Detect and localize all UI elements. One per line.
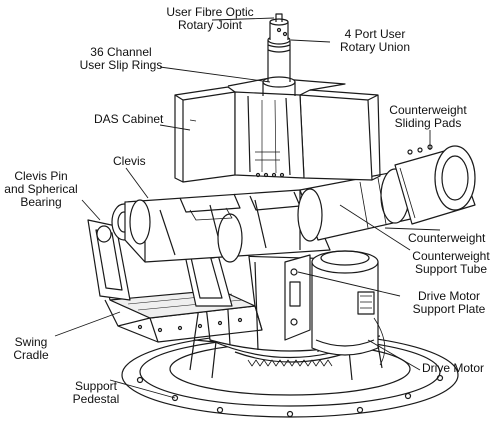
label-motor-plate-line2: Support Plate xyxy=(412,302,486,316)
leader-lines xyxy=(54,17,441,399)
das-cabinet xyxy=(174,77,381,183)
label-cw-pads-line1: Counterweight xyxy=(389,103,467,117)
label-das-cabinet: DAS Cabinet xyxy=(94,112,164,126)
label-counterweight: Counterweight xyxy=(408,231,486,245)
label-clevis-pin-line1: Clevis Pin xyxy=(14,169,68,183)
label-cw-pads-line2: Sliding Pads xyxy=(394,116,462,130)
label-fibre-optic-line1: User Fibre Optic xyxy=(166,5,254,19)
drive-motor xyxy=(311,250,386,366)
label-counterweight-sliding-pads: Counterweight Sliding Pads xyxy=(380,104,476,130)
label-swing-cradle-line2: Cradle xyxy=(13,348,49,362)
label-slip-rings-line1: 36 Channel xyxy=(90,45,152,59)
slip-ring-column xyxy=(262,13,296,96)
label-slip-rings: 36 Channel User Slip Rings xyxy=(68,46,174,72)
label-motor-plate-line1: Drive Motor xyxy=(417,289,480,303)
counterweight-support-tube xyxy=(297,168,416,242)
label-rotary-union-line2: Rotary Union xyxy=(339,40,411,54)
label-support-pedestal: Support Pedestal xyxy=(66,380,126,406)
label-rotary-union-line1: 4 Port User xyxy=(344,27,406,41)
label-pedestal-line1: Support xyxy=(74,379,118,393)
counterweight xyxy=(394,144,476,225)
drive-motor-support-plate xyxy=(284,254,311,341)
label-clevis-pin-line2: and Spherical xyxy=(4,182,78,196)
label-fibre-optic-line2: Rotary Joint xyxy=(177,18,243,32)
label-swing-cradle: Swing Cradle xyxy=(6,336,56,362)
label-clevis-pin-line3: Bearing xyxy=(20,195,62,209)
label-clevis: Clevis xyxy=(113,154,146,168)
label-swing-cradle-line1: Swing xyxy=(14,335,48,349)
label-cw-tube-line2: Support Tube xyxy=(414,262,488,276)
label-clevis-pin-bearing: Clevis Pin and Spherical Bearing xyxy=(0,170,82,209)
label-rotary-union: 4 Port User Rotary Union xyxy=(330,28,420,54)
label-drive-motor: Drive Motor xyxy=(422,361,485,375)
label-cw-tube-line1: Counterweight xyxy=(412,249,490,263)
label-pedestal-line2: Pedestal xyxy=(72,392,120,406)
label-fibre-optic-rotary-joint: User Fibre Optic Rotary Joint xyxy=(150,6,270,32)
label-drive-motor-support-plate: Drive Motor Support Plate xyxy=(404,290,494,316)
label-slip-rings-line2: User Slip Rings xyxy=(79,58,163,72)
label-counterweight-support-tube: Counterweight Support Tube xyxy=(406,250,496,276)
